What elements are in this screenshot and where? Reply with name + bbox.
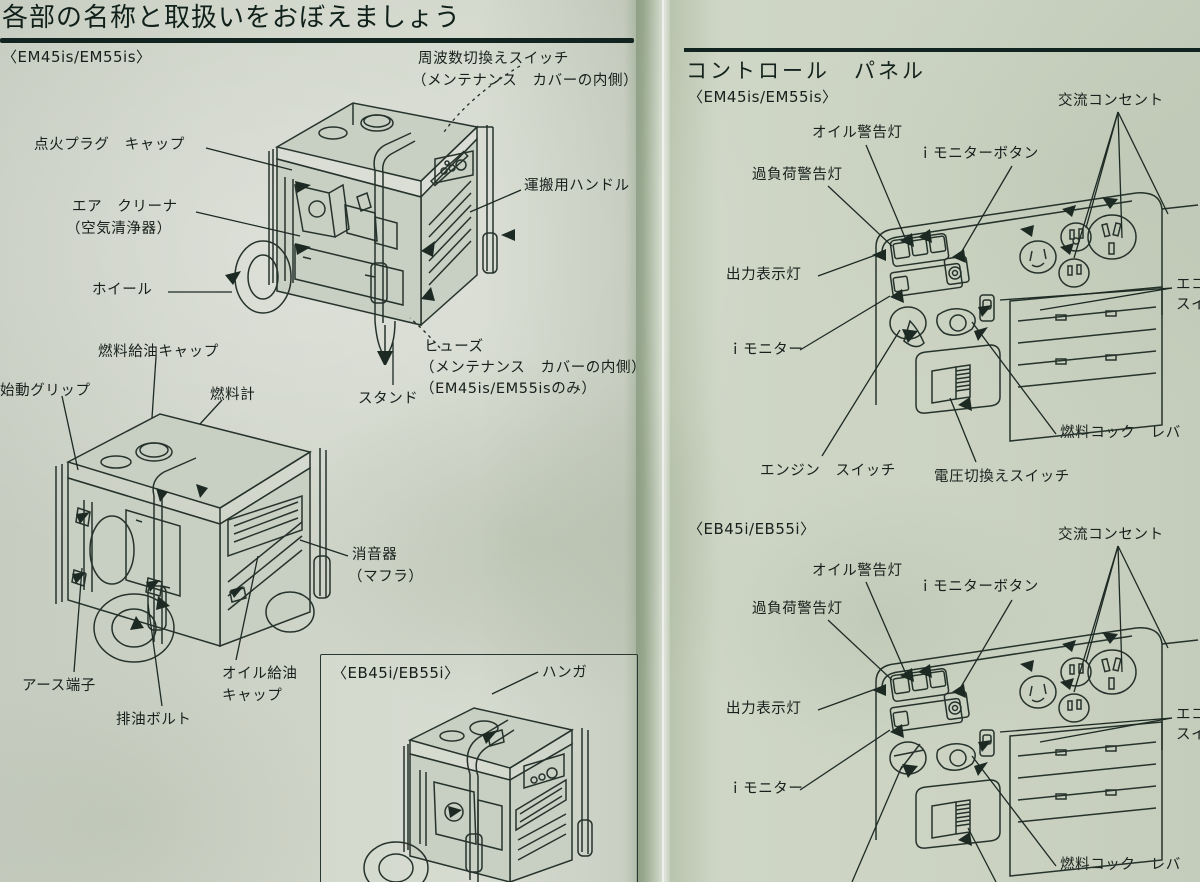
label-i-monitor-button-top: ｉモニターボタン: [918, 146, 1039, 162]
book-gutter-shadow: [636, 0, 670, 882]
inset-model-heading: 〈EB45i/EB55i〉: [332, 664, 460, 682]
label-frequency-switch: 周波数切換えスイッチ: [418, 51, 569, 67]
label-stand: スタンド: [358, 391, 419, 407]
panel-top-model-heading: 〈EM45is/EM55is〉: [688, 88, 838, 106]
label-i-monitor-top: ｉモニター: [728, 342, 804, 358]
label-i-monitor-button-bottom: ｉモニターボタン: [918, 579, 1039, 595]
label-ac-outlet-top: 交流コンセント: [1058, 93, 1164, 109]
generator-illustration-top: [225, 85, 525, 365]
label-oil-fill-cap-2: キャップ: [222, 688, 283, 704]
label-overload-warning-top: 過負荷警告灯: [752, 167, 843, 183]
label-oil-warning-top: オイル警告灯: [812, 125, 903, 141]
label-oil-fill-cap: オイル給油: [222, 666, 298, 682]
label-fuse-note1: （メンテナンス カバーの内側）: [420, 360, 647, 376]
label-earth-terminal: アース端子: [22, 678, 96, 694]
label-fuel-gauge: 燃料計: [210, 387, 256, 403]
label-eco-switch-bottom-2: スイ: [1176, 727, 1200, 743]
label-fuel-cock-top: 燃料コック レバ: [1060, 425, 1181, 441]
label-eco-switch-bottom-1: エコ: [1176, 707, 1200, 723]
label-eco-switch-top-1: エコ: [1176, 277, 1200, 293]
label-air-cleaner: エア クリーナ: [72, 199, 178, 215]
book-gutter-highlight: [662, 0, 664, 882]
label-oil-drain-bolt: 排油ボルト: [116, 712, 192, 728]
label-voltage-switch-top: 電圧切換えスイッチ: [934, 469, 1070, 485]
label-muffler: 消音器: [352, 547, 398, 563]
label-muffler-note: （マフラ）: [348, 569, 424, 585]
label-engine-switch-top: エンジン スイッチ: [760, 463, 896, 479]
generator-illustration-middle: [30, 400, 350, 670]
panel-bottom-model-heading: 〈EB45i/EB55i〉: [688, 520, 816, 538]
label-i-monitor-bottom: ｉモニター: [728, 781, 804, 797]
section-rule: [684, 48, 1200, 52]
label-ac-outlet-bottom: 交流コンセント: [1058, 527, 1164, 543]
label-carry-handle: 運搬用ハンドル: [524, 178, 630, 194]
page-title: 各部の名称と取扱いをおぼえましょう: [2, 3, 462, 33]
left-model-heading: 〈EM45is/EM55is〉: [2, 48, 152, 66]
label-fuse-note2: （EM45is/EM55isのみ）: [420, 381, 597, 397]
control-panel-illustration-top: [860, 175, 1200, 445]
label-fuel-cap: 燃料給油キャップ: [98, 344, 219, 360]
section-title: コントロール パネル: [686, 59, 926, 83]
label-eco-switch-top-2: スイ: [1176, 297, 1200, 313]
title-rule: [0, 38, 634, 43]
label-output-indicator-top: 出力表示灯: [726, 267, 802, 283]
label-hanger: ハンガ: [542, 665, 588, 681]
label-output-indicator-bottom: 出力表示灯: [726, 701, 802, 717]
label-spark-plug-cap: 点火プラグ キャップ: [34, 137, 185, 153]
label-overload-warning-bottom: 過負荷警告灯: [752, 601, 843, 617]
label-oil-warning-bottom: オイル警告灯: [812, 563, 903, 579]
generator-illustration-inset: [352, 684, 624, 882]
label-air-cleaner-note: （空気清浄器）: [66, 221, 172, 237]
label-wheel: ホイール: [92, 282, 153, 298]
label-start-grip: 始動グリップ: [0, 383, 91, 399]
control-panel-illustration-bottom: [860, 610, 1200, 882]
